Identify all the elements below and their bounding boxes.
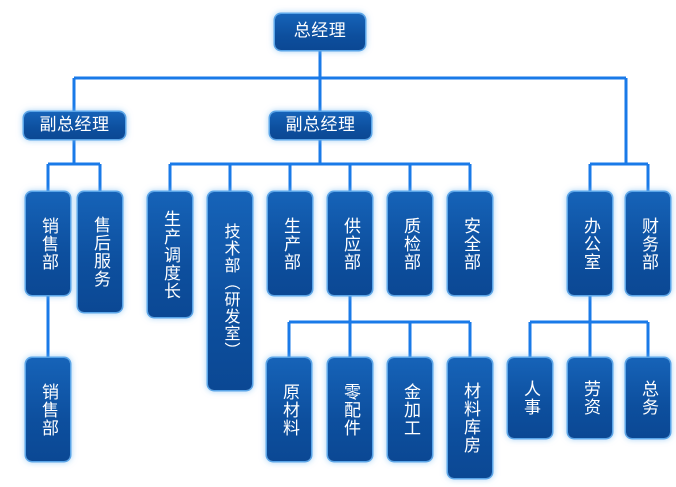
node-labor-wages[interactable]: 劳资 (568, 358, 612, 438)
node-sales-department[interactable]: 销售部 (26, 192, 70, 295)
node-safety-department[interactable]: 安全部 (448, 192, 492, 295)
node-spare-parts[interactable]: 零配件 (328, 358, 372, 461)
node-sales-department-sub[interactable]: 销售部 (26, 358, 70, 461)
node-finance-department[interactable]: 财务部 (626, 192, 670, 295)
node-after-sales-service[interactable]: 售后服务 (78, 192, 122, 312)
node-vice-general-manager-mid[interactable]: 副总经理 (270, 112, 371, 139)
node-production-department[interactable]: 生产部 (268, 192, 312, 295)
node-quality-control-department[interactable]: 质检部 (388, 192, 432, 295)
node-metal-processing[interactable]: 金加工 (388, 358, 432, 461)
node-general-affairs[interactable]: 总务 (626, 358, 670, 438)
node-technical-department[interactable]: 技术部（研发室） (208, 192, 252, 390)
node-production-scheduler[interactable]: 生产调度长 (148, 192, 192, 317)
node-office[interactable]: 办公室 (568, 192, 612, 295)
node-general-manager[interactable]: 总经理 (275, 14, 365, 50)
node-raw-material[interactable]: 原材料 (267, 358, 311, 461)
node-vice-general-manager-left[interactable]: 副总经理 (24, 112, 125, 139)
node-material-warehouse[interactable]: 材料库房 (448, 358, 492, 478)
node-human-resources[interactable]: 人事 (508, 358, 552, 438)
node-supply-department[interactable]: 供应部 (328, 192, 372, 295)
